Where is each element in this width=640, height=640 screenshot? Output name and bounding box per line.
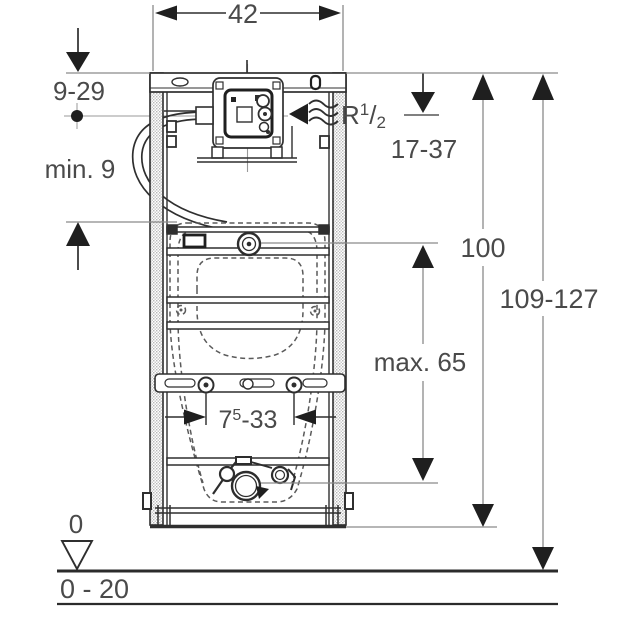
fixing-bolt-left	[197, 376, 215, 425]
outlet-box	[182, 233, 207, 249]
water-supply-annotation: R1/2	[289, 99, 386, 132]
drain-assembly	[212, 456, 297, 502]
frame-height-label: 100	[460, 233, 505, 263]
plate-hole-left	[171, 77, 189, 87]
thread-label: R1/2	[341, 100, 386, 132]
urinal-fixing-point-left	[175, 304, 187, 316]
left-rail	[149, 72, 168, 526]
mounting-rail	[154, 373, 346, 425]
floor-datum: 0 0 - 20	[57, 509, 558, 606]
flush-valve-box	[164, 77, 297, 163]
dimension-supply-height: 17-37	[391, 73, 458, 164]
urinal-bowl-outline	[196, 257, 304, 360]
min-clearance-label: min. 9	[45, 154, 116, 184]
dimension-supply-depth: 9-29	[53, 28, 150, 129]
datum-label: 0	[69, 509, 83, 539]
urinal-fixing-point-right	[309, 305, 321, 317]
install-height-label: 109-127	[499, 284, 598, 314]
supply-height-label: 17-37	[391, 134, 458, 164]
dimension-min-clearance: min. 9	[45, 154, 177, 270]
dimension-outlet-max: max. 65	[261, 242, 467, 484]
water-waves-icon	[308, 99, 339, 126]
plate-hole-right	[309, 74, 322, 91]
drain-outlet-marker	[256, 486, 269, 499]
right-rail	[328, 72, 347, 526]
valve-mechanism	[231, 94, 273, 134]
supply-point-marker	[71, 103, 83, 129]
flush-pipe-connector	[236, 231, 262, 257]
frame-width-label: 42	[228, 0, 258, 29]
dimension-install-height: 109-127	[499, 74, 599, 570]
supply-depth-label: 9-29	[53, 76, 105, 106]
floor-range-label: 0 - 20	[60, 574, 129, 604]
dimension-frame-width: 42	[152, 0, 344, 71]
outlet-max-label: max. 65	[374, 347, 467, 377]
rail-clips	[166, 120, 330, 149]
box-brackets	[164, 106, 297, 163]
frame-feet	[142, 492, 354, 529]
dimension-fixing-range: 75-33	[165, 406, 336, 434]
fixing-bolt-right	[285, 376, 303, 425]
rail-center-fitting	[242, 378, 254, 390]
datum-level-icon	[60, 540, 94, 572]
fixing-range-label: 75-33	[219, 406, 278, 434]
water-supply-arrow-icon	[289, 103, 308, 125]
dimension-frame-height: 100	[346, 74, 506, 528]
